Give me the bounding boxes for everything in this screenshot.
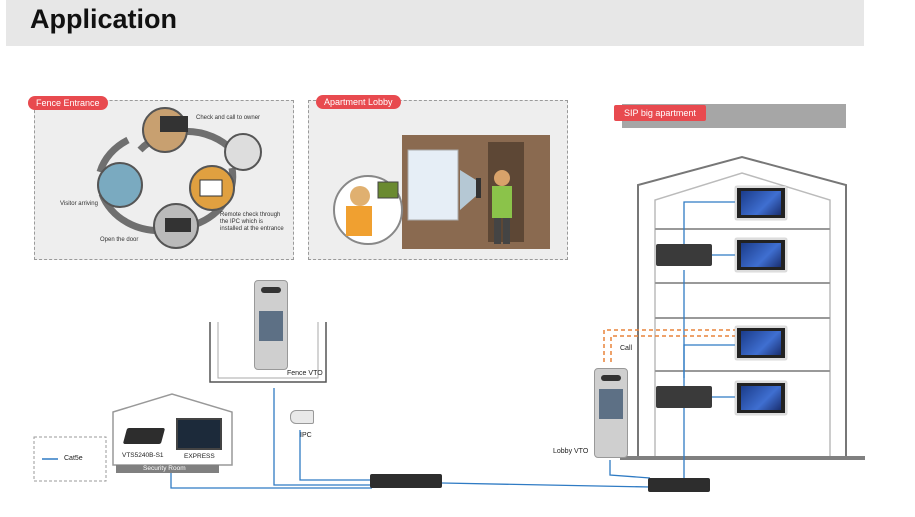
fence-frame bbox=[209, 322, 327, 383]
step-open-door: Open the door bbox=[100, 237, 139, 243]
legend-cat5e-label: Cat5e bbox=[64, 455, 83, 462]
vts-recorder-device bbox=[122, 428, 166, 444]
scene-visitor bbox=[97, 162, 143, 208]
apartment-building bbox=[637, 155, 847, 456]
ipc-camera-icon bbox=[290, 410, 314, 424]
fence-vto-label: Fence VTO bbox=[287, 370, 323, 377]
lobby-vto-device bbox=[594, 368, 628, 458]
ipc-label: IPC bbox=[300, 432, 312, 439]
fence-entrance-tag: Fence Entrance bbox=[28, 96, 108, 110]
floor-switch-lower bbox=[656, 386, 712, 408]
step-check-call: Check and call to owner bbox=[196, 115, 261, 121]
call-label: Call bbox=[620, 345, 633, 352]
scene-owner bbox=[224, 133, 262, 171]
cat5e-cables bbox=[170, 201, 736, 489]
building-switch bbox=[648, 478, 710, 492]
sip-big-apartment-tag: SIP big apartment bbox=[614, 105, 706, 121]
indoor-monitor-4f bbox=[735, 186, 787, 220]
step-remote-check: Remote check through the IPC which is in… bbox=[220, 212, 284, 232]
floor-switch-upper bbox=[656, 244, 712, 266]
express-label: EXPRESS bbox=[184, 453, 215, 460]
title-bar bbox=[6, 0, 864, 46]
express-tablet-device bbox=[176, 418, 222, 450]
indoor-monitor-1f bbox=[735, 381, 787, 415]
security-room-label: Security Room bbox=[143, 465, 186, 472]
page-title: Application bbox=[30, 4, 177, 34]
lobby-vto-label: Lobby VTO bbox=[553, 448, 589, 455]
vts-label: VTS5240B-S1 bbox=[122, 452, 164, 459]
call-path bbox=[603, 329, 736, 362]
step-visitor-arriving: Visitor arriving bbox=[60, 201, 98, 207]
central-switch bbox=[370, 474, 442, 488]
apartment-lobby-tag: Apartment Lobby bbox=[316, 95, 401, 109]
indoor-monitor-2f bbox=[735, 326, 787, 360]
indoor-monitor-3f bbox=[735, 238, 787, 272]
fence-vto-device bbox=[254, 280, 288, 370]
